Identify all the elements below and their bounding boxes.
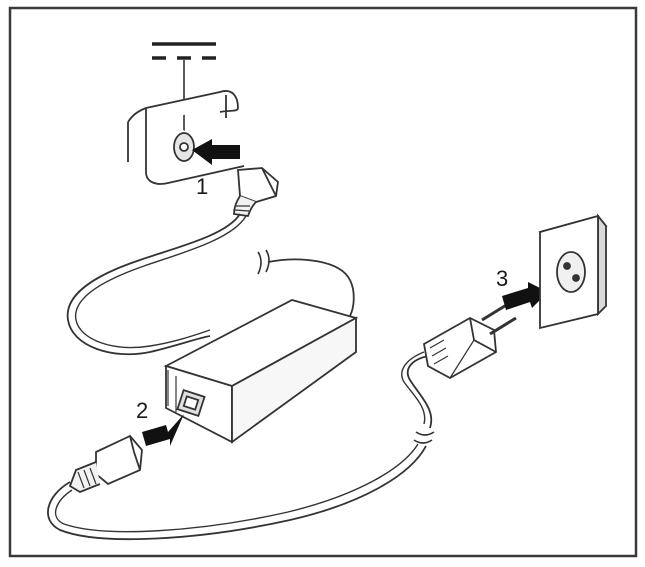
cable-break-mark [413,431,435,444]
arrow-icon [192,139,240,165]
step-1-label: 1 [196,174,208,199]
step-3-label: 3 [496,266,508,291]
cable-break-mark [257,249,270,275]
dc-cable-to-adapter [267,258,355,317]
mains-cable-inner [54,443,419,533]
power-adapter [163,299,359,444]
mains-cable [47,445,427,541]
mains-cable-upper [406,355,433,429]
arrow-icon [142,414,184,446]
dc-plug [233,167,279,217]
step-2-label: 2 [136,398,148,423]
mains-cable-upper-inner [401,351,426,425]
mains-plug [423,302,517,380]
mains-cable-connector [68,434,143,494]
arrow-icon [502,282,548,310]
wall-socket [538,213,608,330]
device-housing [127,90,245,185]
dc-cable [66,213,241,356]
dc-cable-inner [74,215,247,349]
dc-power-symbol-icon [152,42,216,60]
